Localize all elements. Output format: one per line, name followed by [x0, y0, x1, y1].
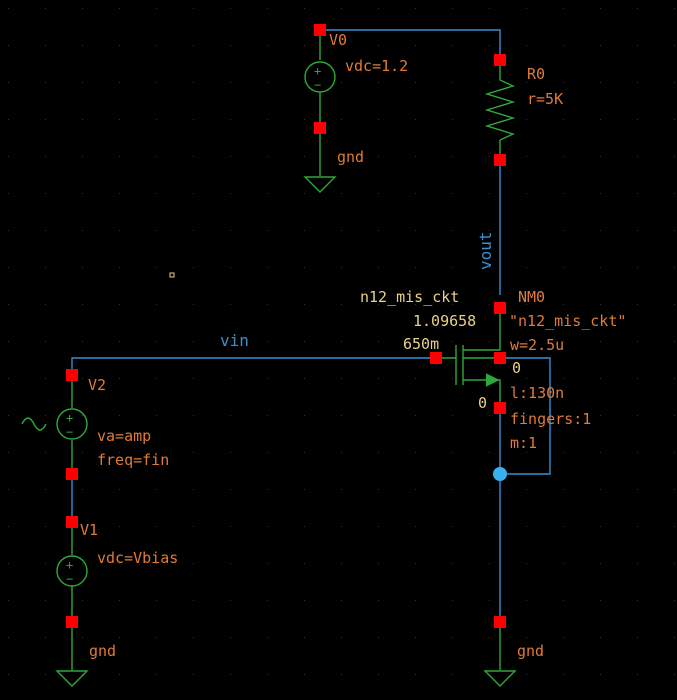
pin-nm0-body[interactable]: [494, 352, 506, 364]
v1-ground-symbol: [55, 670, 89, 687]
pin-v1-plus[interactable]: [66, 516, 78, 528]
v0-plus-sign: +: [314, 64, 321, 78]
pin-v2-plus[interactable]: [66, 369, 78, 381]
nm0-cell-label: n12_mis_ckt: [360, 288, 459, 306]
v2-minus-sign: −: [66, 425, 73, 439]
pin-r0-top[interactable]: [494, 54, 506, 66]
r0-name-label: R0: [527, 65, 545, 83]
pin-r0-bottom[interactable]: [494, 154, 506, 166]
v1-plus-sign: +: [66, 558, 73, 572]
pins: [66, 24, 506, 628]
nm0-w-label: w=2.5u: [510, 336, 564, 354]
nm0-op-value: 1.09658: [413, 312, 476, 330]
pin-v0-minus[interactable]: [314, 122, 326, 134]
nm0-fingers-label: fingers:1: [510, 410, 591, 428]
nm0-drain-value: 0: [512, 359, 521, 377]
nm0-name-label: NM0: [518, 288, 545, 306]
stray-marker: [169, 272, 175, 278]
v0-minus-sign: −: [314, 78, 321, 92]
nm0-transistor[interactable]: [436, 308, 501, 408]
v2-va-label: va=amp: [97, 427, 151, 445]
vin-net-label: vin: [220, 331, 249, 350]
r0-param-label: r=5K: [527, 90, 563, 108]
v0-ground-symbol: [303, 176, 337, 193]
v0-gnd-label: gnd: [337, 148, 364, 166]
v1-source[interactable]: + −: [55, 522, 89, 687]
v2-freq-label: freq=fin: [97, 451, 169, 469]
nm0-gnd-label: gnd: [517, 642, 544, 660]
v1-minus-sign: −: [66, 572, 73, 586]
pin-v0-plus[interactable]: [314, 24, 326, 36]
wire-v0-top: [320, 29, 501, 60]
pin-v1-minus[interactable]: [66, 616, 78, 628]
pin-nm0-gnd[interactable]: [494, 616, 506, 628]
v2-plus-sign: +: [66, 411, 73, 425]
v1-name-label: V1: [80, 521, 98, 539]
nm0-l-label: l:130n: [510, 384, 564, 402]
pin-nm0-gate[interactable]: [430, 352, 442, 364]
pin-nm0-drain[interactable]: [494, 302, 506, 314]
v2-name-label: V2: [88, 376, 106, 394]
v2-sine-icon: [21, 417, 47, 431]
nm0-m-label: m:1: [510, 434, 537, 452]
nm0-ground-symbol: [483, 670, 517, 687]
pin-nm0-source[interactable]: [494, 402, 506, 414]
pin-v2-minus[interactable]: [66, 468, 78, 480]
v1-gnd-label: gnd: [89, 642, 116, 660]
junction-dot[interactable]: [493, 467, 507, 481]
nm0-ground: [483, 622, 517, 687]
v1-param-label: vdc=Vbias: [97, 549, 178, 567]
nm0-gate-value: 650m: [403, 335, 439, 353]
v0-name-label: V0: [329, 31, 347, 49]
vout-net-label: vout: [476, 231, 495, 270]
nm0-model-label: "n12_mis_ckt": [509, 312, 626, 330]
wire-body-tie: [500, 357, 551, 475]
nm0-source-value: 0: [478, 394, 487, 412]
v0-param-label: vdc=1.2: [345, 57, 408, 75]
